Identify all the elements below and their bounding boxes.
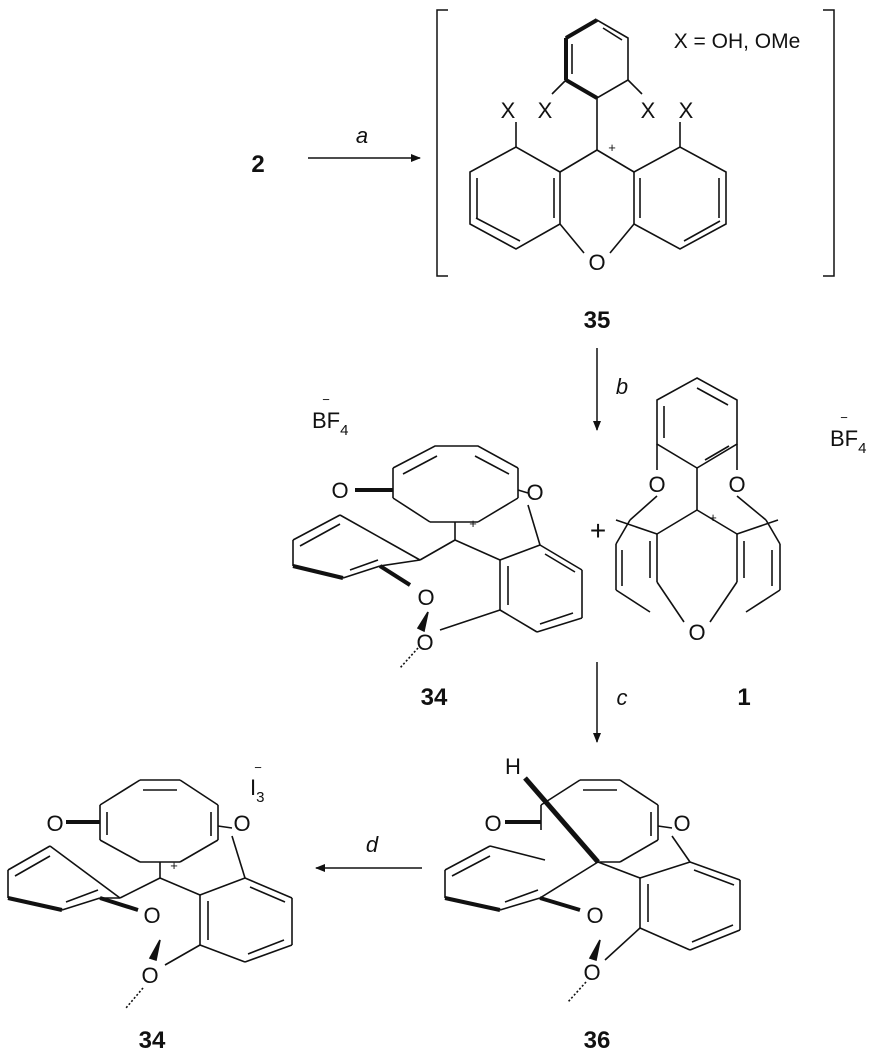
- oxygen-atom: O: [143, 903, 160, 928]
- compound-35-label: 35: [584, 307, 611, 334]
- step-b-label: b: [616, 374, 628, 399]
- substituent-note: X = OH, OMe: [674, 30, 801, 53]
- compound-36-label: 36: [584, 1027, 611, 1054]
- step-a-label: a: [356, 123, 368, 148]
- x-group: X: [538, 98, 553, 123]
- oxygen-atom: O: [583, 960, 600, 985]
- right-bracket: [823, 9, 835, 277]
- oxygen-atom: O: [331, 478, 348, 503]
- oxygen-atom: O: [588, 250, 605, 275]
- bf4-counterion: BF4: [830, 426, 866, 457]
- oxygen-atom: O: [417, 585, 434, 610]
- compound-34-structure-bottom: [7, 779, 293, 1009]
- x-group: X: [501, 98, 516, 123]
- oxygen-atom: O: [648, 472, 665, 497]
- oxygen-atom: O: [141, 963, 158, 988]
- anion-charge: −: [322, 392, 330, 407]
- anion-charge: −: [840, 410, 848, 425]
- oxygen-atom: O: [586, 903, 603, 928]
- x-group: X: [641, 98, 656, 123]
- compound-34-structure-middle: [292, 445, 583, 669]
- x-group: X: [679, 98, 694, 123]
- oxygen-atom: O: [526, 480, 543, 505]
- oxygen-atom: O: [46, 811, 63, 836]
- compound-34-label-middle: 34: [421, 684, 448, 711]
- cation-charge: +: [469, 516, 477, 531]
- plus-sign: +: [590, 515, 606, 546]
- oxygen-atom: O: [233, 811, 250, 836]
- i3-counterion: I3: [250, 775, 264, 806]
- compound-34-label-bottom: 34: [139, 1027, 166, 1054]
- oxygen-atom: O: [688, 620, 705, 645]
- oxygen-atom: O: [416, 630, 433, 655]
- anion-charge: −: [254, 760, 262, 775]
- cation-charge: +: [170, 858, 178, 873]
- bf4-counterion: BF4: [312, 408, 348, 439]
- step-c-label: c: [617, 685, 628, 710]
- cation-charge: +: [608, 140, 616, 155]
- hydrogen-atom: H: [505, 754, 521, 779]
- oxygen-atom: O: [673, 811, 690, 836]
- compound-1-structure: [615, 377, 781, 623]
- compound-36-structure: [444, 776, 741, 1003]
- compound-35-structure: [469, 18, 727, 254]
- oxygen-atom: O: [484, 811, 501, 836]
- compound-1-label: 1: [737, 684, 750, 711]
- oxygen-atom: O: [728, 472, 745, 497]
- left-bracket: [436, 9, 448, 277]
- compound-2-label: 2: [251, 151, 264, 178]
- step-d-label: d: [366, 832, 379, 857]
- cation-charge: +: [709, 510, 717, 525]
